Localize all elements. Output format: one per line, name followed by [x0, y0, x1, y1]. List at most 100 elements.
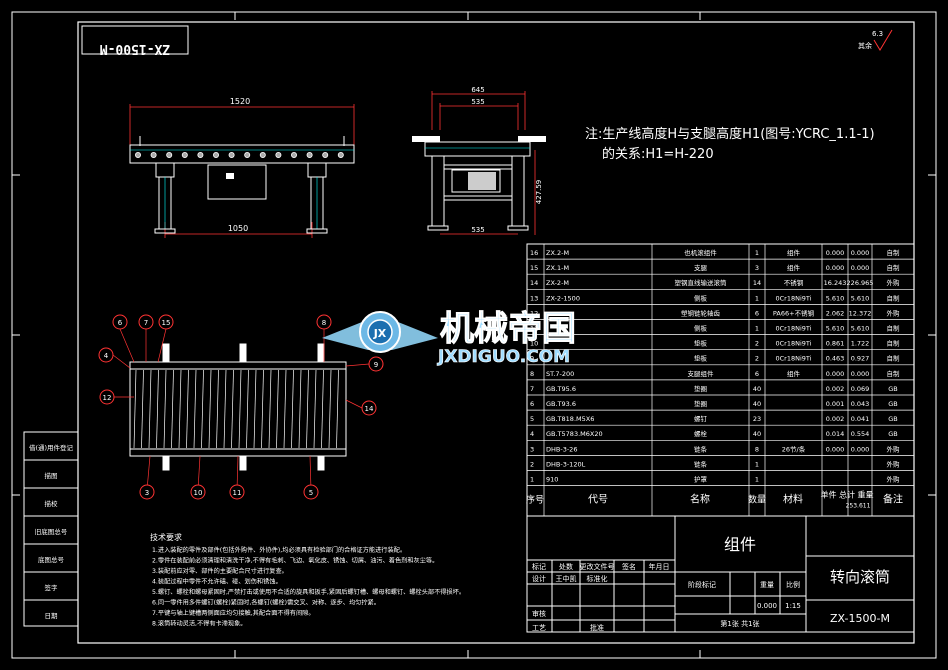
roller-line: [238, 369, 242, 449]
balloon-circle: [361, 400, 377, 416]
bom-cell-unit: 5.610: [826, 294, 845, 302]
roller-line: [306, 369, 309, 449]
bom-cell-unit: 2.062: [826, 309, 845, 317]
bom-cell-name: 塑钢直线输送滚筒: [675, 278, 728, 287]
bom-cell-note: 自制: [887, 354, 901, 363]
bom-cell-note: 自制: [887, 293, 901, 302]
bom-cell-total: 12.372: [849, 309, 872, 317]
bom-cell-code: ZX-2-1500: [546, 294, 580, 302]
roller-end: [244, 151, 251, 158]
balloon-circle: [139, 484, 155, 500]
roller-end: [290, 151, 297, 158]
bom-cell-note: GB: [888, 400, 898, 408]
roller-end: [166, 151, 173, 158]
tech-requirements: 技术要求1.进入装配的零件及部件(包括外购件、外协件),均必须具有检验部门的合格…: [150, 532, 465, 628]
bom-cell-code: GB.T95.6: [546, 385, 576, 393]
roller-end: [306, 151, 313, 158]
roller-line: [171, 369, 174, 449]
bom-cell-unit: 0.000: [826, 249, 845, 257]
bom-cell-name: 垫板: [694, 354, 708, 363]
balloon-number: 11: [233, 489, 242, 497]
balloon-circle: [316, 314, 332, 330]
balloon-number: 5: [309, 489, 313, 497]
bom-cell-total: 226.965: [847, 279, 874, 287]
bom-cell-no: 1: [530, 476, 534, 484]
bom-cell-qty: 14: [753, 279, 761, 287]
bom-cell-total: 0.000: [851, 264, 870, 272]
drawing-title: 转向滚筒: [830, 568, 890, 586]
roller-line: [193, 369, 197, 449]
bom-cell-mat: 0Cr18Ni9Ti: [776, 294, 812, 302]
bom-header-name: 名称: [690, 493, 710, 506]
bom-cell-total: 5.610: [851, 294, 870, 302]
dim-side-outer: 645: [471, 86, 484, 94]
title-process: 工艺: [532, 624, 546, 632]
bom-cell-qty: 3: [755, 264, 759, 272]
roller-end: [197, 151, 204, 158]
side-strip-cell: 底图总号: [38, 555, 65, 564]
title-sheet: 第1张 共1张: [720, 619, 759, 628]
bom-cell-qty: 1: [755, 325, 759, 333]
note-line-1: 注:生产线高度H与支腿高度H1(图号:YCRC_1.1-1): [585, 126, 875, 142]
bom-cell-mat: PA66+不锈钢: [773, 308, 815, 317]
bom-cell-unit: 0.000: [826, 264, 845, 272]
bom-cell-mat: 0Cr18Ni9Ti: [776, 325, 812, 333]
roller-line: [223, 369, 227, 449]
front-view: 1520 1050: [129, 97, 355, 238]
balloon-number: 10: [194, 489, 203, 497]
watermark-main: 机械帝国: [440, 309, 576, 349]
bom-cell-note: 外购: [887, 308, 901, 317]
bom-cell-name: 支腿: [694, 263, 708, 272]
bom-header-total-weight: 253.611: [846, 503, 871, 510]
frame-ticks: [12, 12, 936, 658]
bom-cell-note: GB: [888, 385, 898, 393]
bom-cell-mat: 组件: [787, 369, 801, 378]
roller-line: [141, 369, 144, 449]
bom-cell-code: GB.T818.M5X6: [546, 415, 594, 423]
bom-cell-code: 910: [546, 476, 558, 484]
balloon-number: 7: [144, 319, 148, 327]
bom-cell-mat: 0Cr18Ni9Ti: [776, 340, 812, 348]
roller-line: [261, 369, 264, 449]
roller-end: [228, 151, 235, 158]
bom-cell-qty: 2: [755, 355, 759, 363]
bom-cell-note: 自制: [887, 248, 901, 257]
title-scale: 1:15: [785, 602, 801, 610]
balloon-number: 15: [162, 319, 171, 327]
bom-cell-name: 侧板: [694, 293, 708, 302]
tech-line: 5.螺钉、螺栓和螺母紧固时,严禁打击或使用不合适的旋具和扳手,紧固后螺钉槽、螺母…: [152, 588, 465, 596]
roughness-label: 其余: [858, 41, 872, 50]
bom-cell-mat: 26节/条: [782, 444, 806, 453]
watermark-logo-letters: JX: [373, 327, 387, 340]
roller-end: [259, 151, 266, 158]
bom-cell-note: GB: [888, 415, 898, 423]
title-row1-cell: 处数: [559, 562, 573, 571]
roller-end: [212, 151, 219, 158]
side-strip-cell: 旧底图总号: [35, 527, 68, 536]
bom-cell-note: 外购: [887, 444, 901, 453]
bom-cell-name: 侧板: [694, 324, 708, 333]
drawing-number: ZX-1500-M: [830, 612, 890, 625]
bom-cell-qty: 40: [753, 430, 761, 438]
balloon-number: 14: [365, 405, 374, 413]
roller-line: [186, 369, 189, 449]
title-right-label: 阶段标记: [688, 580, 716, 589]
roller-end: [150, 151, 157, 158]
bom-cell-name: 垫圈: [694, 384, 707, 393]
bom-cell-total: 0.554: [851, 430, 870, 438]
tech-line: 3.装配前应对零、部件的主要配合尺寸进行复查。: [152, 567, 288, 575]
bom-cell-code: ST.7-200: [546, 370, 574, 378]
side-strip-cell: 描图: [45, 471, 58, 480]
bom-cell-unit: 0.861: [826, 340, 845, 348]
bom-cell-note: 自制: [887, 324, 901, 333]
bom-cell-total: 1.722: [851, 340, 870, 348]
side-view: 645 535 535 427.59: [412, 86, 546, 235]
roller-line: [156, 369, 159, 449]
bom-cell-no: 3: [530, 445, 534, 453]
roughness-icon: [873, 29, 893, 51]
bom-cell-name: 螺栓: [694, 429, 708, 438]
bom-cell-qty: 23: [753, 415, 761, 423]
